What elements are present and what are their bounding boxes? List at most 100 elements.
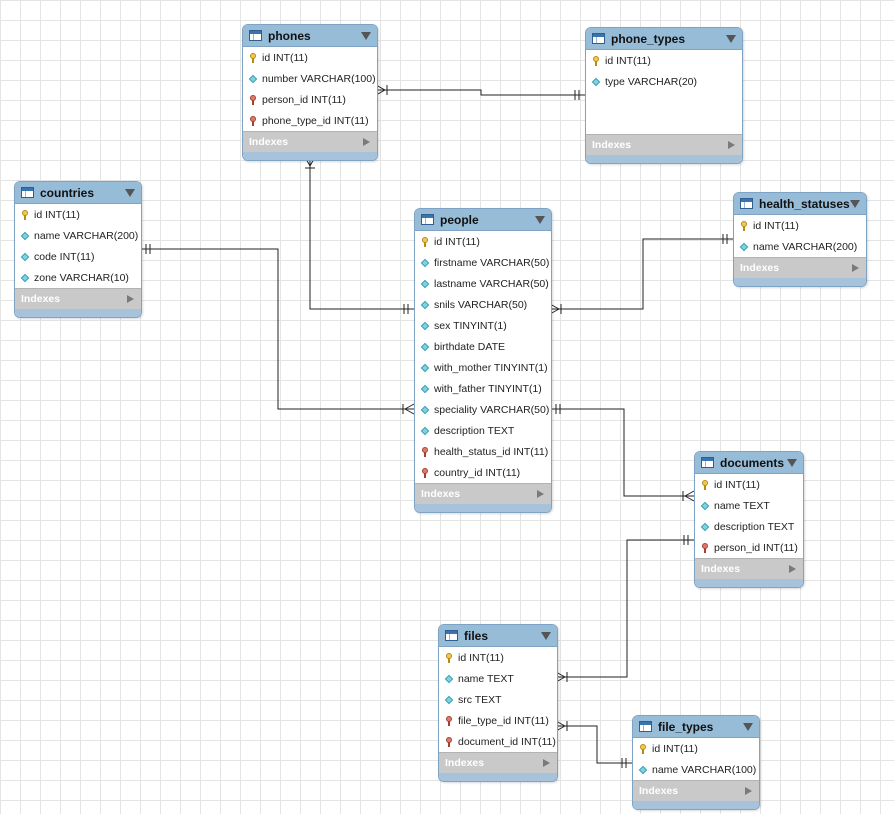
indexes-label: Indexes (21, 293, 61, 305)
column-row[interactable]: id INT(11) (243, 47, 377, 68)
table-footer-bar (243, 152, 377, 160)
indexes-section[interactable]: Indexes (439, 752, 557, 773)
column-row[interactable]: number VARCHAR(100) (243, 68, 377, 89)
column-label: id INT(11) (714, 478, 760, 491)
column-row[interactable]: id INT(11) (586, 50, 742, 71)
collapse-toggle-icon[interactable] (125, 189, 135, 197)
indexes-section[interactable]: Indexes (695, 558, 803, 579)
column-icon (700, 501, 710, 511)
table-header[interactable]: phone_types (586, 28, 742, 50)
expand-arrow-icon[interactable] (728, 141, 735, 149)
expand-arrow-icon[interactable] (789, 565, 796, 573)
column-row[interactable]: file_type_id INT(11) (439, 710, 557, 731)
indexes-section[interactable]: Indexes (243, 131, 377, 152)
column-label: person_id INT(11) (262, 93, 346, 106)
column-row[interactable]: id INT(11) (15, 204, 141, 225)
column-row[interactable]: type VARCHAR(20) (586, 71, 742, 92)
collapse-toggle-icon[interactable] (541, 632, 551, 640)
relationship-people-to-health-statuses (549, 234, 733, 315)
column-row[interactable]: sex TINYINT(1) (415, 315, 551, 336)
foreign-key-icon (444, 715, 454, 726)
indexes-section[interactable]: Indexes (415, 483, 551, 504)
column-row[interactable]: lastname VARCHAR(50) (415, 273, 551, 294)
column-row[interactable]: firstname VARCHAR(50) (415, 252, 551, 273)
column-label: sex TINYINT(1) (434, 319, 507, 332)
column-row[interactable]: id INT(11) (439, 647, 557, 668)
table-header[interactable]: documents (695, 452, 803, 474)
column-row[interactable]: description TEXT (415, 420, 551, 441)
column-row[interactable]: with_mother TINYINT(1) (415, 357, 551, 378)
column-row[interactable]: id INT(11) (415, 231, 551, 252)
expand-arrow-icon[interactable] (852, 264, 859, 272)
collapse-toggle-icon[interactable] (850, 200, 860, 208)
column-row[interactable]: name TEXT (439, 668, 557, 689)
column-row[interactable]: name VARCHAR(100) (633, 759, 759, 780)
collapse-toggle-icon[interactable] (787, 459, 797, 467)
column-row[interactable]: description TEXT (695, 516, 803, 537)
column-label: phone_type_id INT(11) (262, 114, 369, 127)
table-name: phones (268, 28, 311, 43)
column-row[interactable]: with_father TINYINT(1) (415, 378, 551, 399)
column-row[interactable]: zone VARCHAR(10) (15, 267, 141, 288)
collapse-toggle-icon[interactable] (743, 723, 753, 731)
column-row[interactable]: birthdate DATE (415, 336, 551, 357)
table-footer-bar (439, 773, 557, 781)
column-label: speciality VARCHAR(50) (434, 403, 550, 416)
column-row[interactable]: snils VARCHAR(50) (415, 294, 551, 315)
indexes-section[interactable]: Indexes (734, 257, 866, 278)
collapse-toggle-icon[interactable] (535, 216, 545, 224)
table-phones[interactable]: phones id INT(11)number VARCHAR(100) perso… (242, 24, 378, 161)
table-header[interactable]: files (439, 625, 557, 647)
column-row[interactable]: phone_type_id INT(11) (243, 110, 377, 131)
column-row[interactable]: health_status_id INT(11) (415, 441, 551, 462)
expand-arrow-icon[interactable] (127, 295, 134, 303)
column-icon (248, 74, 258, 84)
column-row[interactable]: id INT(11) (633, 738, 759, 759)
column-label: id INT(11) (652, 742, 698, 755)
table-header[interactable]: people (415, 209, 551, 231)
column-row[interactable]: person_id INT(11) (695, 537, 803, 558)
expand-arrow-icon[interactable] (363, 138, 370, 146)
column-icon (20, 273, 30, 283)
column-icon (444, 695, 454, 705)
column-label: id INT(11) (605, 54, 651, 67)
column-row[interactable]: id INT(11) (734, 215, 866, 236)
column-icon (739, 242, 749, 252)
column-label: health_status_id INT(11) (434, 445, 549, 458)
expand-arrow-icon[interactable] (543, 759, 550, 767)
table-header[interactable]: file_types (633, 716, 759, 738)
column-row[interactable]: person_id INT(11) (243, 89, 377, 110)
column-row[interactable]: country_id INT(11) (415, 462, 551, 483)
column-row[interactable]: id INT(11) (695, 474, 803, 495)
indexes-label: Indexes (249, 136, 289, 148)
column-list: id INT(11)firstname VARCHAR(50)lastname … (415, 231, 551, 483)
expand-arrow-icon[interactable] (745, 787, 752, 795)
column-row[interactable]: speciality VARCHAR(50) (415, 399, 551, 420)
table-icon (740, 198, 753, 209)
table-header[interactable]: health_statuses (734, 193, 866, 215)
indexes-section[interactable]: Indexes (633, 780, 759, 801)
indexes-section[interactable]: Indexes (15, 288, 141, 309)
table-header[interactable]: phones (243, 25, 377, 47)
collapse-toggle-icon[interactable] (361, 32, 371, 40)
relationship-files-to-documents (555, 535, 694, 683)
column-row[interactable]: name TEXT (695, 495, 803, 516)
indexes-label: Indexes (740, 262, 780, 274)
column-row[interactable]: name VARCHAR(200) (734, 236, 866, 257)
column-row[interactable]: name VARCHAR(200) (15, 225, 141, 246)
collapse-toggle-icon[interactable] (726, 35, 736, 43)
column-row[interactable]: src TEXT (439, 689, 557, 710)
column-label: snils VARCHAR(50) (434, 298, 528, 311)
expand-arrow-icon[interactable] (537, 490, 544, 498)
column-row[interactable]: code INT(11) (15, 246, 141, 267)
table-header[interactable]: countries (15, 182, 141, 204)
column-row[interactable]: document_id INT(11) (439, 731, 557, 752)
indexes-section[interactable]: Indexes (586, 134, 742, 155)
